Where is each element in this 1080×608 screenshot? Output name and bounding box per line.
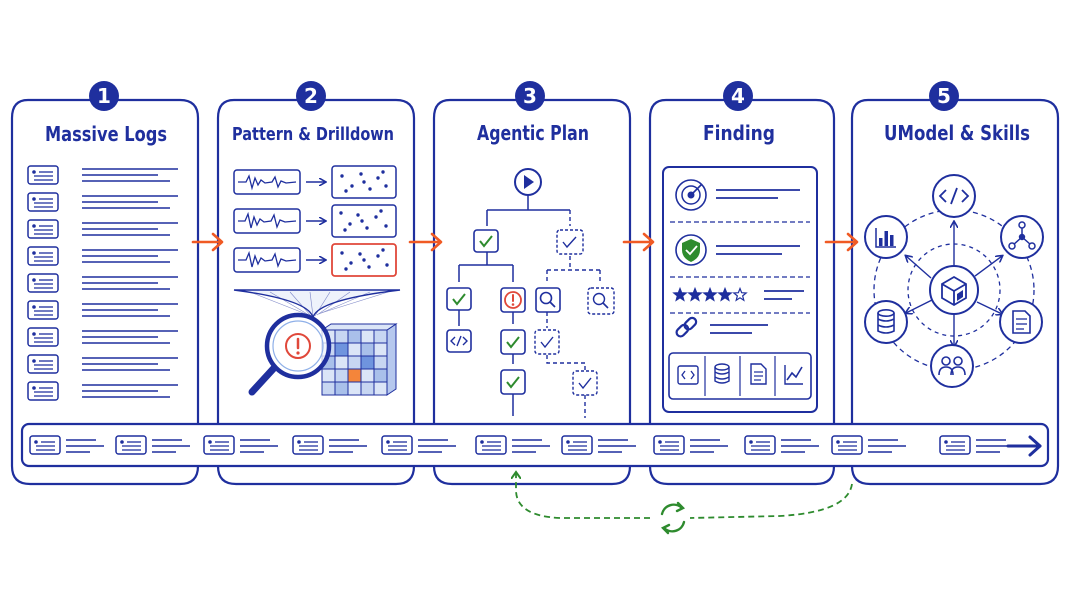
stream-log-item xyxy=(561,435,636,455)
arrow-right-icon xyxy=(1006,435,1042,457)
log-entry xyxy=(27,327,178,347)
step-1-panel: 1 Massive Logs xyxy=(10,81,200,486)
log-entry xyxy=(27,219,178,239)
code-icon xyxy=(932,174,976,218)
graph-icon xyxy=(1000,215,1044,259)
check-icon xyxy=(500,329,526,355)
search-icon xyxy=(587,287,615,315)
check-icon xyxy=(534,329,560,355)
stream-log-item xyxy=(653,435,728,455)
stream-log-item xyxy=(29,435,104,455)
umodel-hub xyxy=(864,174,1044,388)
arrow-right-icon xyxy=(622,232,655,252)
pattern-row xyxy=(233,204,397,238)
line-chart-icon xyxy=(784,365,803,385)
log-entry xyxy=(27,354,178,374)
step-title: Agentic Plan xyxy=(477,121,589,145)
step-number: 2 xyxy=(304,84,318,108)
star-filled-icon xyxy=(717,286,733,302)
log-entry xyxy=(27,273,178,293)
shield-check-icon xyxy=(675,234,707,266)
log-entry xyxy=(27,246,178,266)
step-2-panel: 2 Pattern & Drilldown xyxy=(216,81,416,486)
people-icon xyxy=(930,344,974,388)
database-icon xyxy=(864,300,908,344)
step-title: UModel & Skills xyxy=(884,121,1030,145)
stream-log-item xyxy=(475,435,550,455)
bar-chart-icon xyxy=(864,215,908,259)
document-icon xyxy=(750,363,767,385)
step-3-panel: 3 Agentic Plan xyxy=(432,81,632,486)
stream-log-item xyxy=(203,435,278,455)
star-filled-icon xyxy=(702,286,718,302)
step-number: 1 xyxy=(97,84,111,108)
anomaly-cell xyxy=(347,368,362,383)
plan-tree-edges-dashed xyxy=(546,210,601,418)
finding-toolbar xyxy=(668,352,812,400)
check-icon xyxy=(473,229,499,253)
step-flow-arrows xyxy=(191,232,859,252)
check-icon xyxy=(500,369,526,395)
log-entry xyxy=(27,192,178,212)
plan-tree-edges xyxy=(458,195,570,416)
feedback-loop xyxy=(516,474,853,535)
check-icon xyxy=(572,370,598,396)
star-empty-icon xyxy=(732,286,748,302)
target-icon xyxy=(675,179,707,211)
refresh-icon xyxy=(660,501,686,535)
step-title: Pattern & Drilldown xyxy=(232,124,394,145)
check-icon xyxy=(446,287,472,311)
code-icon xyxy=(677,365,699,385)
arrow-right-icon xyxy=(408,232,443,252)
pattern-row xyxy=(233,165,397,199)
stream-log-item xyxy=(381,435,456,455)
step-title: Massive Logs xyxy=(45,122,167,146)
log-entry xyxy=(27,300,178,320)
alert-icon xyxy=(285,333,311,359)
search-icon xyxy=(535,287,561,313)
check-icon xyxy=(556,229,584,255)
arrow-right-icon xyxy=(824,232,859,252)
stream-log-item xyxy=(115,435,190,455)
step-5-panel: 5 UModel & Skills xyxy=(850,81,1060,486)
step-number-badge: 2 xyxy=(296,81,326,111)
stream-log-item xyxy=(831,435,906,455)
finding-report-card xyxy=(662,166,818,413)
play-icon xyxy=(514,168,542,196)
step-number-badge: 5 xyxy=(929,81,959,111)
step-number: 4 xyxy=(731,84,745,108)
document-icon xyxy=(999,300,1043,344)
link-icon xyxy=(675,316,698,338)
stream-log-item xyxy=(292,435,367,455)
cube-icon xyxy=(929,265,979,315)
alert-icon xyxy=(500,287,526,313)
log-entry xyxy=(27,165,178,185)
step-4-panel: 4 Finding xyxy=(648,81,836,486)
magnifier-icon xyxy=(248,312,332,396)
step-number: 3 xyxy=(523,84,537,108)
arrow-right-icon xyxy=(191,232,224,252)
rating-stars xyxy=(672,286,748,302)
step-number-badge: 1 xyxy=(89,81,119,111)
step-number: 5 xyxy=(937,84,951,108)
star-filled-icon xyxy=(672,286,688,302)
log-entry xyxy=(27,381,178,401)
stream-log-item xyxy=(744,435,819,455)
step-title: Finding xyxy=(703,121,775,145)
heatmap-grid xyxy=(320,323,398,396)
step-number-badge: 3 xyxy=(515,81,545,111)
log-list xyxy=(27,165,178,401)
log-stream-bar xyxy=(20,422,1050,468)
step-number-badge: 4 xyxy=(723,81,753,111)
star-filled-icon xyxy=(687,286,703,302)
pattern-row-highlighted xyxy=(233,243,397,277)
database-icon xyxy=(714,363,730,384)
code-icon xyxy=(446,329,472,353)
